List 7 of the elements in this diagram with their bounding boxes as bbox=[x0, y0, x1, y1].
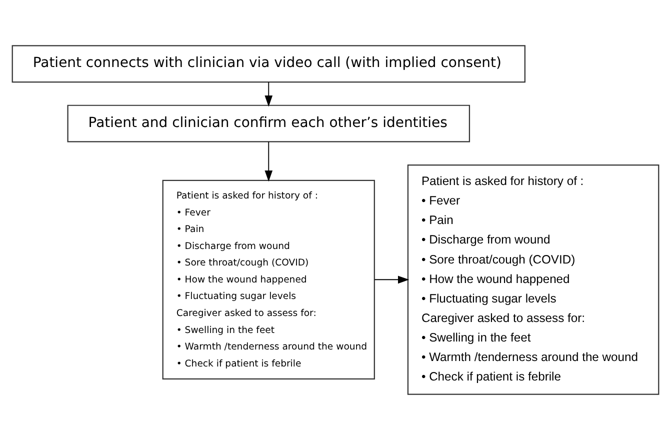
node-box: Patient and clinician confirm each other’s identities bbox=[67, 104, 470, 142]
node-box: Patient is asked for history of : • Fever • Pain • Discharge from wound • Sore throat/cough (COVID) • How the wound happened • Fluctuating sugar levels Caregiver asked to assess for: • Swelling in the feet • Warmth /tenderness around the wound • Check if patient is febrile bbox=[407, 164, 660, 394]
node-box: Patient is asked for history of : • Fever • Pain • Discharge from wound • Sore throat/cough (COVID) • How the wound happened • Fluctuating sugar levels Caregiver asked to assess for: • Swelling in the feet • Warmth /tenderness around the wound • Check if patient is febrile bbox=[162, 179, 375, 379]
arrow bbox=[264, 81, 273, 106]
arrow bbox=[374, 275, 410, 284]
node-box: Patient connects with clinician via video call (with implied consent) bbox=[12, 44, 526, 82]
arrow bbox=[264, 140, 273, 182]
